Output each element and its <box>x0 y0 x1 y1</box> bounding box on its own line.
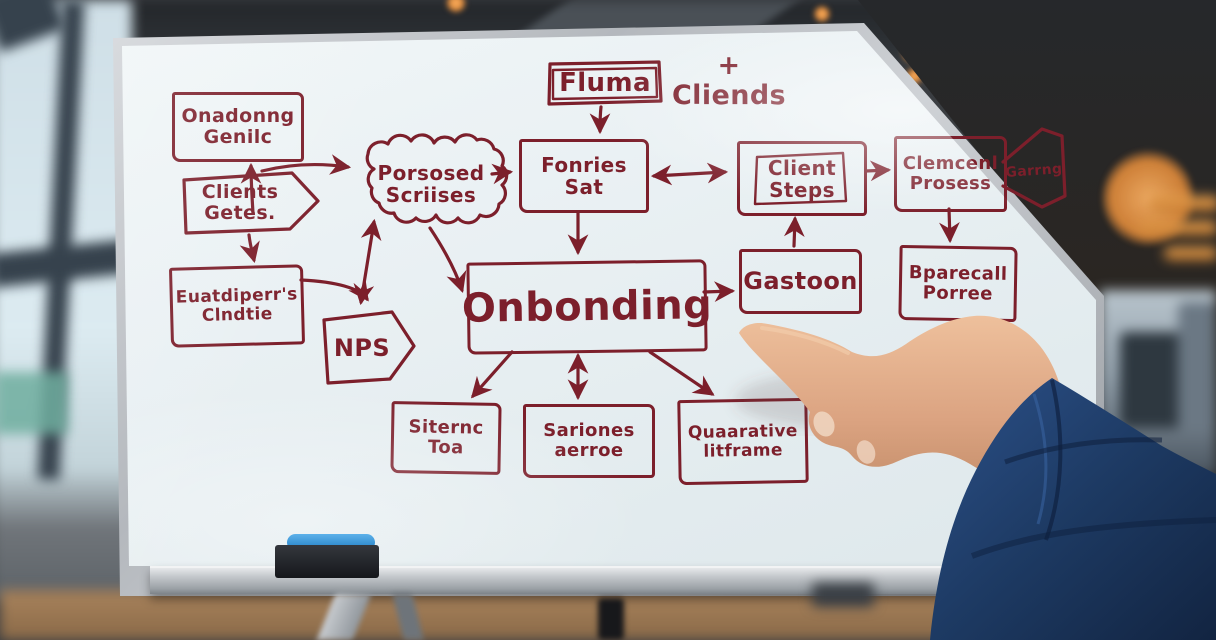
finger-nail <box>856 440 876 464</box>
window-view <box>0 372 68 434</box>
thumb-nail <box>813 411 835 437</box>
sleeve-fold <box>1004 437 1163 465</box>
stand-pole <box>598 598 624 640</box>
window-slat <box>1164 247 1216 260</box>
cuff-seam <box>1044 379 1063 541</box>
cuff-highlight <box>1032 393 1048 525</box>
bokeh-light <box>446 0 466 12</box>
stand-foot <box>812 583 874 607</box>
finger-highlight <box>760 326 850 355</box>
office-chair <box>1178 302 1216 430</box>
sleeve-fold <box>970 517 1216 559</box>
sleeve <box>930 378 1216 640</box>
window-slat <box>1150 196 1216 211</box>
window-slat <box>1138 221 1216 235</box>
whiteboard-eraser <box>275 545 379 578</box>
bokeh-light <box>814 6 830 22</box>
